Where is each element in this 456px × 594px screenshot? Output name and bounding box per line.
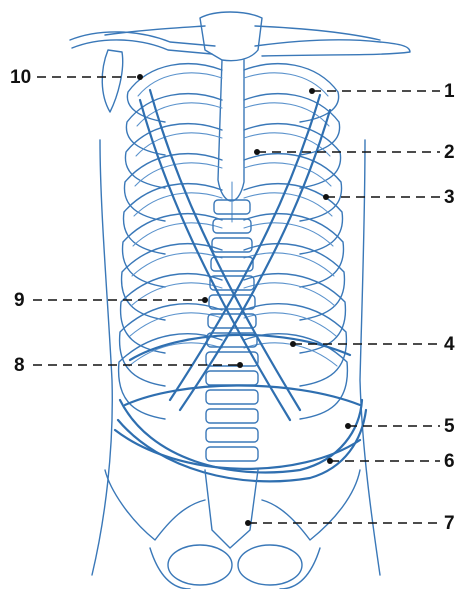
- label-3: 3: [444, 188, 455, 207]
- vertebra: [206, 428, 258, 442]
- vertebra: [206, 390, 258, 404]
- label-5: 5: [444, 417, 455, 436]
- sternum: [200, 12, 262, 222]
- rib-left-inner: [134, 193, 222, 216]
- clavicles: [70, 32, 410, 112]
- label-10: 10: [10, 68, 31, 87]
- rib-right-inner: [244, 73, 328, 96]
- label-8: 8: [14, 356, 25, 375]
- vertebra: [206, 409, 258, 423]
- rib-right-inner: [244, 313, 336, 336]
- vertebra: [206, 447, 258, 461]
- label-6: 6: [444, 452, 455, 471]
- ribs-right: [244, 64, 347, 419]
- label-4: 4: [444, 335, 455, 354]
- rib-left-inner: [137, 103, 222, 126]
- rib-right: [244, 64, 339, 122]
- label-7: 7: [444, 514, 455, 533]
- rib-right-inner: [244, 163, 331, 186]
- vertebra: [206, 371, 258, 385]
- rib-left: [127, 64, 222, 122]
- label-9: 9: [14, 291, 25, 310]
- rib-right-inner: [244, 193, 332, 216]
- pelvis: [105, 470, 360, 589]
- rib-right-inner: [244, 283, 335, 306]
- rib-left-inner: [136, 133, 222, 156]
- label-2: 2: [444, 143, 455, 162]
- label-1: 1: [444, 82, 455, 101]
- rib-right: [244, 334, 347, 419]
- rib-right-inner: [244, 253, 334, 276]
- rib-right-inner: [244, 223, 333, 246]
